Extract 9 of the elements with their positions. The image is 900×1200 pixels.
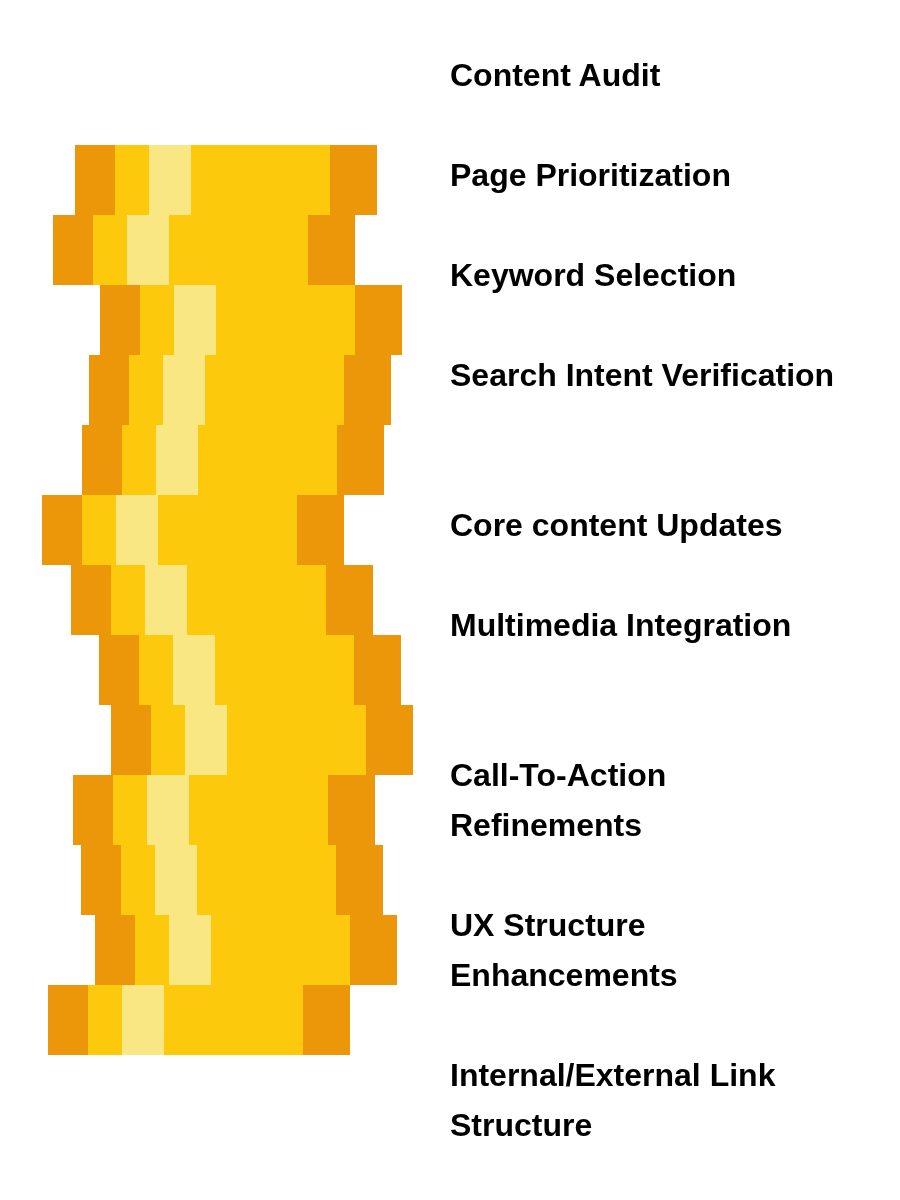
step-label: Content Audit: [450, 56, 662, 95]
step-label: Call-To-Action Refinements: [450, 756, 668, 845]
step-label: Page Prioritization: [450, 156, 732, 195]
step-label: Search Intent Verification: [450, 356, 836, 395]
step-label: Core content Updates: [450, 506, 784, 545]
step-label: UX Structure Enhancements: [450, 906, 679, 995]
step-label: Multimedia Integration: [450, 606, 793, 645]
step-label: Internal/External Link Structure: [450, 1056, 777, 1145]
step-label: Keyword Selection: [450, 256, 738, 295]
